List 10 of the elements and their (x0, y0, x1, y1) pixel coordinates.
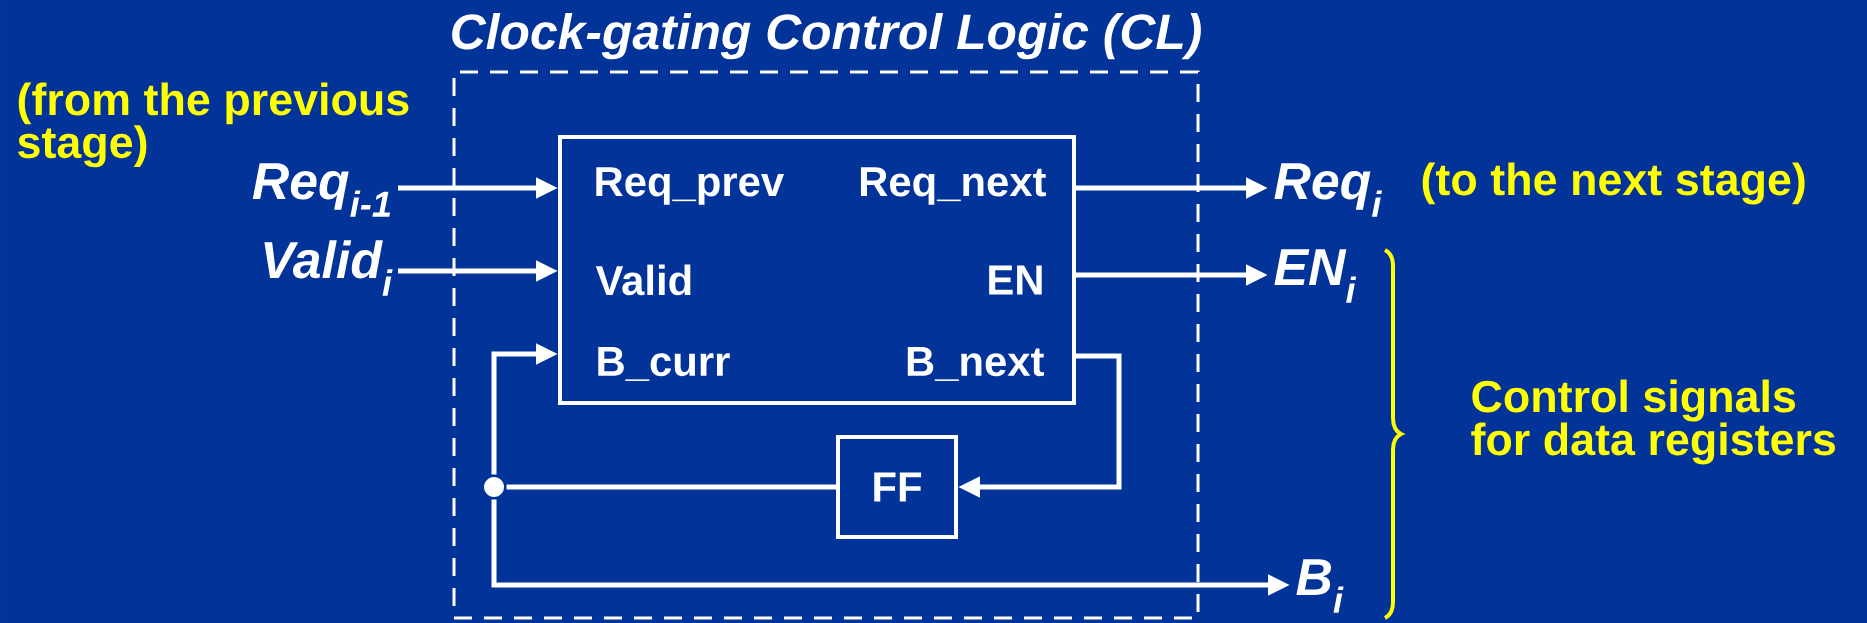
note: Control signals for data registers (1471, 379, 1836, 465)
node-label: Clock-gating Control Logic (CL) (452, 12, 1201, 60)
flip-flop-box: FF (836, 435, 958, 539)
signal-name: Req$_{i}$ (1274, 163, 1383, 217)
signal-name: B$_{i}$ (1296, 559, 1344, 613)
signal-name: Valid$_{i}$ (264, 240, 393, 296)
signal-name: EN$_{i}$ (1274, 249, 1357, 303)
junction-dot (484, 477, 504, 497)
note: (to the next stage) (1422, 162, 1805, 205)
logic-block: Req_prev Req_next Valid EN B_curr B_next (558, 135, 1076, 405)
